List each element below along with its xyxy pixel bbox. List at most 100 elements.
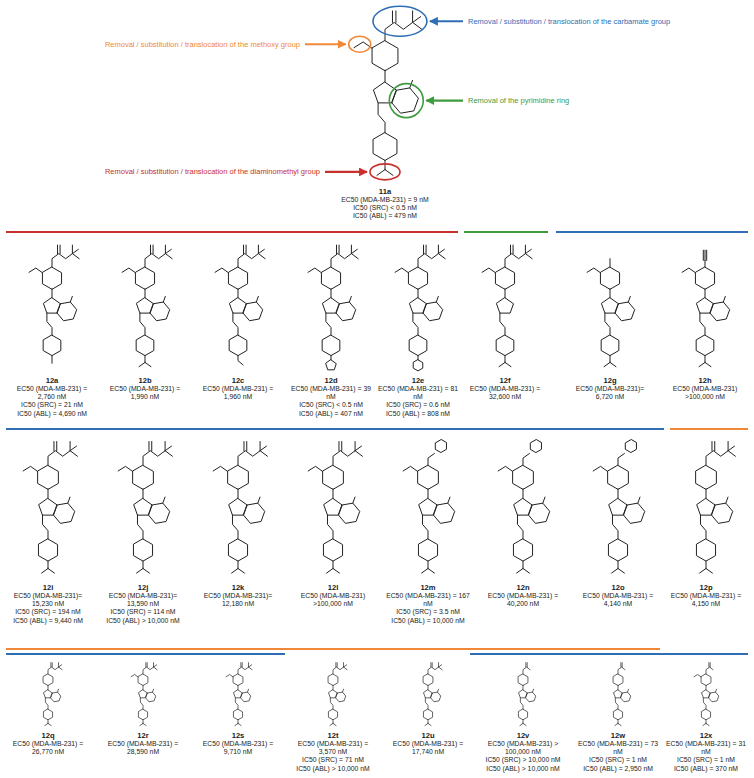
bond <box>327 568 333 573</box>
bond <box>703 723 706 725</box>
bond <box>520 723 523 725</box>
ring <box>333 667 347 674</box>
bond <box>147 663 148 667</box>
ring <box>710 302 730 321</box>
ring <box>517 515 523 539</box>
ring <box>700 515 706 539</box>
ring <box>523 667 530 674</box>
activity-value: EC50 (MDA-MB-231) = 9,710 nM <box>195 740 281 756</box>
bond <box>45 723 48 725</box>
bond <box>163 497 165 503</box>
activity-value: IC50 (ABL) = 407 nM <box>288 410 374 418</box>
bond <box>622 663 623 667</box>
ring <box>133 539 152 561</box>
bond <box>728 442 729 451</box>
bond <box>258 497 260 503</box>
bond <box>700 568 706 573</box>
ring <box>392 88 419 113</box>
ring <box>235 698 238 709</box>
bond <box>140 723 143 725</box>
bond <box>57 245 58 254</box>
compound-data: 12jEC50 (MDA-MB-231)= 13,590 nMIC50 (SRC… <box>100 583 186 625</box>
bond <box>714 442 715 451</box>
molecule-skeleton <box>308 442 362 574</box>
activity-value: EC50 (MDA-MB-231) = 81 nM <box>375 385 461 401</box>
bond <box>238 568 244 573</box>
bond <box>523 561 524 568</box>
bond <box>52 289 53 298</box>
activity-value: IC50 (ABL) = 2,950 nM <box>575 765 661 773</box>
bond <box>330 723 333 725</box>
bond <box>610 356 611 363</box>
ring <box>518 674 528 685</box>
compound-id: 12a <box>9 376 95 385</box>
ring <box>233 709 242 720</box>
ring <box>336 302 356 321</box>
bond <box>355 446 361 451</box>
molecule-skeleton <box>696 442 736 574</box>
compound-id: 12r <box>100 731 186 740</box>
annotation: Removal / substitution / translocation o… <box>105 40 300 49</box>
bond <box>612 568 618 573</box>
ring <box>213 466 227 471</box>
bond <box>153 245 154 254</box>
compound-data: 12cEC50 (MDA-MB-231) = 1,960 nM <box>195 376 281 401</box>
ring <box>135 267 154 289</box>
bond <box>48 489 49 499</box>
compound-data: 12sEC50 (MDA-MB-231) = 9,710 nM <box>195 731 281 756</box>
compound-data: 11aEC50 (MDA-MB-231) = 9 nMIC50 (SRC) < … <box>305 187 465 221</box>
activity-value: EC50 (MDA-MB-231) = 73 nM <box>575 740 661 756</box>
activity-value: EC50 (MDA-MB-231) = 3,570 nM <box>290 740 376 756</box>
ring <box>373 133 397 161</box>
activity-value: IC50 (SRC) = 0.6 nM <box>375 401 461 409</box>
bond <box>703 250 704 260</box>
molecule-skeleton <box>694 663 719 726</box>
activity-value: EC50 (MDA-MB-231) >100,000 nM <box>662 385 748 401</box>
ring <box>43 335 61 355</box>
bond <box>243 442 244 451</box>
bond <box>351 245 352 254</box>
bond <box>260 442 261 451</box>
ring <box>378 103 385 133</box>
ring <box>330 698 333 709</box>
molecule-skeleton <box>403 440 455 573</box>
ring <box>48 451 77 466</box>
ring <box>57 302 77 321</box>
activity-value: IC50 (SRC) < 0.5 nM <box>288 401 374 409</box>
bond <box>428 685 429 690</box>
bond <box>728 446 734 451</box>
activity-value: EC50 (MDA-MB-231) = 40,200 nM <box>480 592 566 608</box>
bond <box>517 568 523 573</box>
molecule-skeleton <box>118 442 172 574</box>
bond <box>610 362 616 366</box>
compound-data: 12wEC50 (MDA-MB-231) = 73 nMIC50 (SRC) =… <box>575 731 661 773</box>
bond <box>505 289 506 298</box>
ring <box>118 466 132 471</box>
ring <box>608 539 627 561</box>
bond <box>143 561 144 568</box>
highlight-ellipse <box>389 84 423 118</box>
compound-data: 12gEC50 (MDA-MB-231)= 6,720 nM <box>567 376 653 401</box>
ring <box>47 313 52 335</box>
bond <box>699 362 705 366</box>
bond <box>163 296 165 302</box>
ring <box>497 298 514 313</box>
bond <box>620 663 621 667</box>
bond <box>145 289 146 298</box>
ring <box>131 675 138 677</box>
bond <box>523 720 524 724</box>
ring <box>42 267 61 289</box>
ring <box>608 465 629 489</box>
bond <box>143 723 146 725</box>
compound-id: 12o <box>575 583 661 592</box>
ring <box>682 268 695 273</box>
bond <box>349 296 351 302</box>
ring <box>143 451 172 466</box>
bond <box>353 497 355 503</box>
molecule-skeleton <box>482 245 532 367</box>
bond <box>628 296 630 302</box>
compound-id: 12d <box>288 376 374 385</box>
bond <box>143 685 144 690</box>
ring <box>29 268 42 273</box>
ring <box>513 539 532 561</box>
